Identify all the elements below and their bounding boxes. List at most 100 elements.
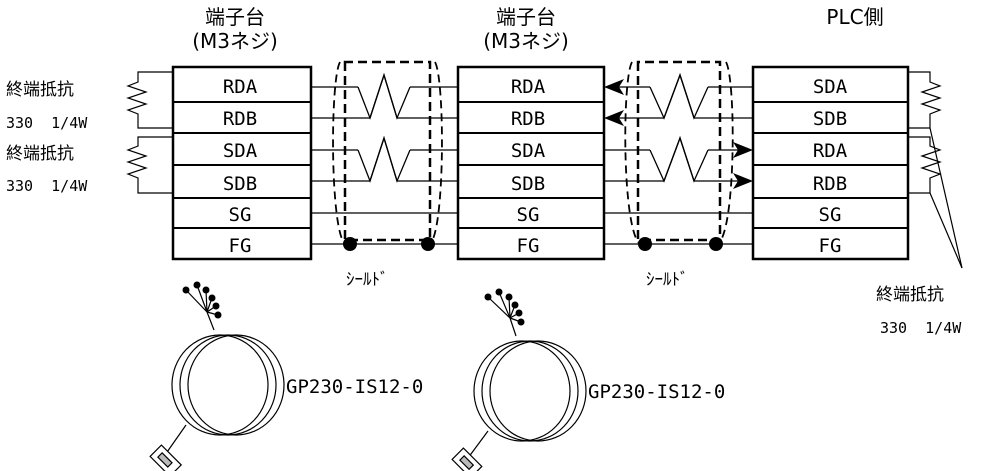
- middle-block-title: 端子台: [496, 5, 556, 29]
- cable-lead: [468, 431, 488, 458]
- resistor-icon: [908, 72, 940, 128]
- left-block-subtitle: (M3ネジ): [192, 29, 278, 53]
- cable-lead: [510, 318, 516, 336]
- cable-lead: [509, 297, 510, 318]
- cable-coil: [482, 341, 578, 441]
- plc-pin-label: SG: [819, 204, 842, 226]
- cable-lead: [206, 290, 207, 312]
- leader-line: [930, 128, 962, 268]
- twisted-pair-symbol: [358, 138, 410, 181]
- left-terminal-block: RDA RDB SDA SDB SG FG: [173, 67, 311, 259]
- lead-dot: [202, 286, 210, 294]
- resistor-name: 終端抵抗: [876, 285, 944, 305]
- plc-pin-label: FG: [819, 235, 842, 257]
- cable-model-label: GP230-IS12-0: [286, 376, 423, 398]
- cable-lead-dots: [182, 281, 222, 319]
- left-pin-label: SDB: [223, 173, 257, 195]
- twisted-pair-symbol: [650, 75, 708, 118]
- cable-coil: [188, 335, 284, 435]
- middle-pin-label: RDA: [511, 76, 546, 98]
- left-pin-label: SG: [229, 204, 252, 226]
- left-pin-label: RDB: [223, 108, 257, 130]
- cable-lead: [499, 292, 510, 318]
- middle-pin-label: SG: [517, 204, 540, 226]
- connector-icon: [150, 445, 181, 471]
- middle-pin-label: SDA: [511, 140, 546, 162]
- twisted-pair-symbol: [358, 75, 410, 118]
- twisted-pair-symbol: [650, 75, 708, 118]
- cable-coil: [172, 335, 268, 435]
- shield-label: ｼｰﾙﾄﾞ: [646, 270, 689, 290]
- cable-coil: [180, 335, 276, 435]
- lead-dot: [193, 281, 201, 289]
- cable-lead: [165, 425, 186, 455]
- cable-lead: [197, 285, 207, 312]
- twisted-pair-symbol: [650, 138, 708, 181]
- shield-ground-dot: [343, 237, 357, 251]
- cable-lead: [488, 297, 510, 318]
- lead-dot: [182, 286, 190, 294]
- left-pin-label: RDA: [223, 76, 258, 98]
- cable-coil: [474, 341, 570, 441]
- middle-block-frame: [458, 67, 604, 259]
- plc-block-frame: [753, 67, 908, 259]
- right-block-title: PLC側: [826, 5, 883, 29]
- twisted-pair-symbol: [650, 138, 708, 181]
- left-resistors: [128, 72, 173, 193]
- shield-outline: [345, 62, 430, 240]
- shield-outline: [430, 62, 442, 244]
- lead-dot: [505, 293, 513, 301]
- resistor-value: 330 1/4W: [6, 114, 88, 132]
- resistor-icon: [128, 137, 173, 193]
- cable-coil: [490, 341, 586, 441]
- lead-dot: [208, 294, 216, 302]
- shield-outline: [333, 62, 345, 244]
- shield-ground-dot: [421, 237, 435, 251]
- cable-model-label: GP230-IS12-0: [588, 381, 725, 403]
- twisted-pair-symbol: [358, 138, 410, 181]
- resistor-value: 330 1/4W: [6, 177, 88, 195]
- arrow-right-icon: [733, 173, 753, 189]
- signal-arrows: [604, 79, 753, 189]
- lead-dot: [517, 318, 525, 326]
- arrow-right-icon: [733, 142, 753, 158]
- shield-outline: [625, 62, 640, 244]
- plc-pin-label: SDA: [813, 76, 848, 98]
- cable-illustration: [452, 292, 586, 471]
- lead-dot: [212, 302, 220, 310]
- shield-outline: [718, 62, 733, 244]
- plc-terminal-block: SDA SDB RDA RDB SG FG: [753, 67, 908, 259]
- wires-middle-to-plc: [604, 75, 753, 244]
- lead-dot: [214, 311, 222, 319]
- leader-line: [930, 193, 962, 268]
- resistor-value: 330 1/4W: [880, 319, 962, 337]
- shield-ground-dot: [638, 237, 652, 251]
- lead-dot: [484, 293, 492, 301]
- left-block-title: 端子台: [205, 5, 265, 29]
- resistor-icon: [908, 137, 940, 193]
- connector-icon: [452, 448, 482, 471]
- wires-left-to-middle: [311, 75, 458, 244]
- resistor-name: 終端抵抗: [6, 144, 74, 164]
- cable-lead: [207, 312, 214, 330]
- left-pin-label: SDA: [223, 140, 258, 162]
- middle-block-subtitle: (M3ネジ): [483, 29, 569, 53]
- plc-pin-label: SDB: [813, 108, 847, 130]
- twisted-pair-symbol: [358, 75, 410, 118]
- middle-pin-label: FG: [517, 235, 540, 257]
- middle-terminal-block: RDA RDB SDA SDB SG FG: [458, 67, 604, 259]
- right-resistors: [908, 72, 962, 268]
- shield-ground-dot: [709, 237, 723, 251]
- cable-lead-dots: [484, 288, 525, 326]
- lead-dot: [515, 309, 523, 317]
- shield-left: [333, 62, 442, 251]
- middle-pin-label: RDB: [511, 108, 545, 130]
- plc-pin-label: RDA: [813, 140, 848, 162]
- left-block-frame: [173, 67, 311, 259]
- arrow-left-icon: [604, 110, 624, 126]
- resistor-icon: [128, 72, 173, 128]
- cable-lead: [186, 290, 207, 312]
- lead-dot: [495, 288, 503, 296]
- middle-pin-label: SDB: [511, 173, 545, 195]
